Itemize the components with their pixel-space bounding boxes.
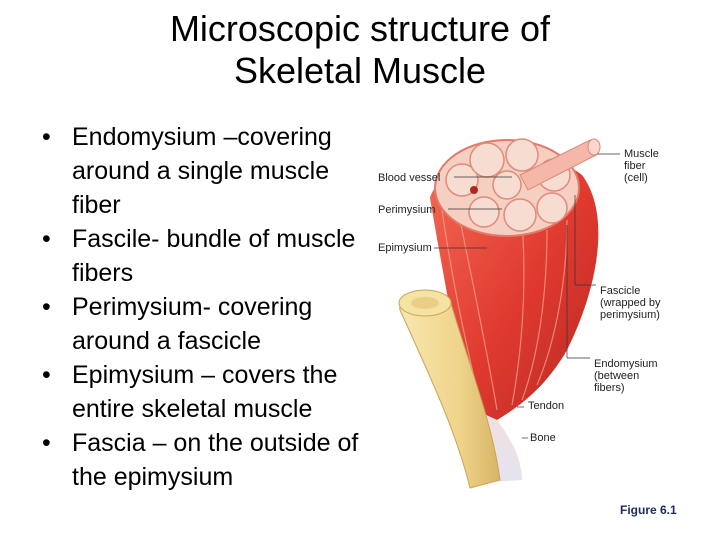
bullet-text-endomysium: Endomysium –covering around a single mus… (72, 123, 332, 219)
bullet-list: • Endomysium –covering around a single mu… (42, 120, 372, 494)
label-perimysium: Perimysium (378, 204, 436, 216)
leader-lines (434, 153, 620, 439)
muscle-structure-figure: Blood vessel Perimysium Epimysium Muscle… (372, 120, 720, 540)
bullet-item: • Fascia – on the outside of the epimysiu… (42, 426, 372, 494)
bullet-dot-icon: • (42, 225, 51, 253)
title-line-1: Microscopic structure of (169, 8, 551, 49)
bullet-text-epimysium: Epimysium – covers the entire skeletal m… (72, 361, 338, 423)
slide-title: Microscopic structure of Skeletal Muscle (0, 8, 720, 92)
label-endomysium: Endomysium (between fibers) (594, 358, 658, 394)
bullet-item: • Epimysium – covers the entire skeletal … (42, 358, 372, 426)
label-epimysium: Epimysium (378, 242, 432, 254)
title-line-2: Skeletal Muscle (233, 50, 487, 91)
bullet-item: • Perimysium- covering around a fascicle (42, 290, 372, 358)
bullet-dot-icon: • (42, 429, 51, 457)
bullet-item: • Fascile- bundle of muscle fibers (42, 222, 372, 290)
label-tendon: Tendon (528, 400, 565, 412)
bullet-dot-icon: • (42, 293, 51, 321)
blood-vessel (470, 186, 478, 194)
figure-caption: Figure 6.1 (620, 503, 677, 517)
label-fascicle: Fascicle (wrapped by perimysium) (600, 285, 661, 321)
bullet-text-fascile: Fascile- bundle of muscle fibers (72, 225, 356, 287)
label-blood-vessel: Blood vessel (378, 172, 441, 184)
label-bone: Bone (530, 432, 556, 444)
bullet-text-fascia: Fascia – on the outside of the epimysium (72, 429, 359, 491)
bullet-dot-icon: • (42, 361, 51, 389)
label-muscle-fiber: Muscle fiber (cell) (624, 148, 659, 184)
bullet-item: • Endomysium –covering around a single mu… (42, 120, 372, 222)
muscle-illustration (398, 138, 620, 489)
bullet-text-perimysium: Perimysium- covering around a fascicle (72, 293, 313, 355)
fascicle-bundles (445, 138, 571, 232)
bullet-dot-icon: • (42, 123, 51, 151)
